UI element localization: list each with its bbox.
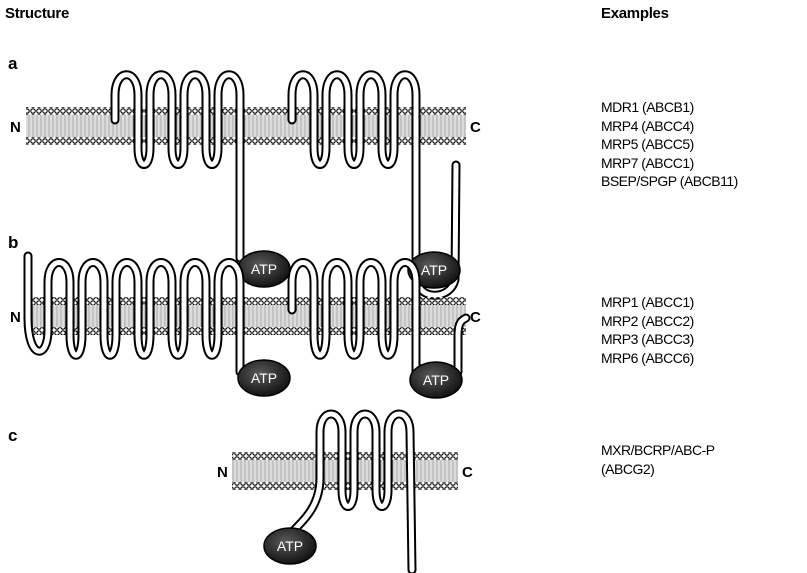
panel-c-atp-domain: ATP (264, 528, 316, 564)
panel-a-membrane (26, 107, 466, 145)
panel-c-n-terminus: N (217, 464, 228, 481)
panel-b-atp-domain-2: ATP (410, 362, 462, 398)
panel-a-atp-domain-1: ATP (238, 251, 290, 287)
atp-label: ATP (277, 538, 303, 554)
panel-a-c-terminus: C (470, 119, 481, 136)
panel-b-c-terminus: C (470, 309, 481, 326)
panel-a-n-terminus: N (10, 119, 21, 136)
atp-label: ATP (423, 372, 449, 388)
panel-b-atp-domain-1: ATP (238, 360, 290, 396)
panel-c-c-terminus: C (462, 464, 473, 481)
panel-b-n-terminus: N (10, 309, 21, 326)
atp-label: ATP (421, 262, 447, 278)
atp-label: ATP (251, 370, 277, 386)
atp-label: ATP (251, 261, 277, 277)
panel-b-membrane (26, 297, 466, 335)
